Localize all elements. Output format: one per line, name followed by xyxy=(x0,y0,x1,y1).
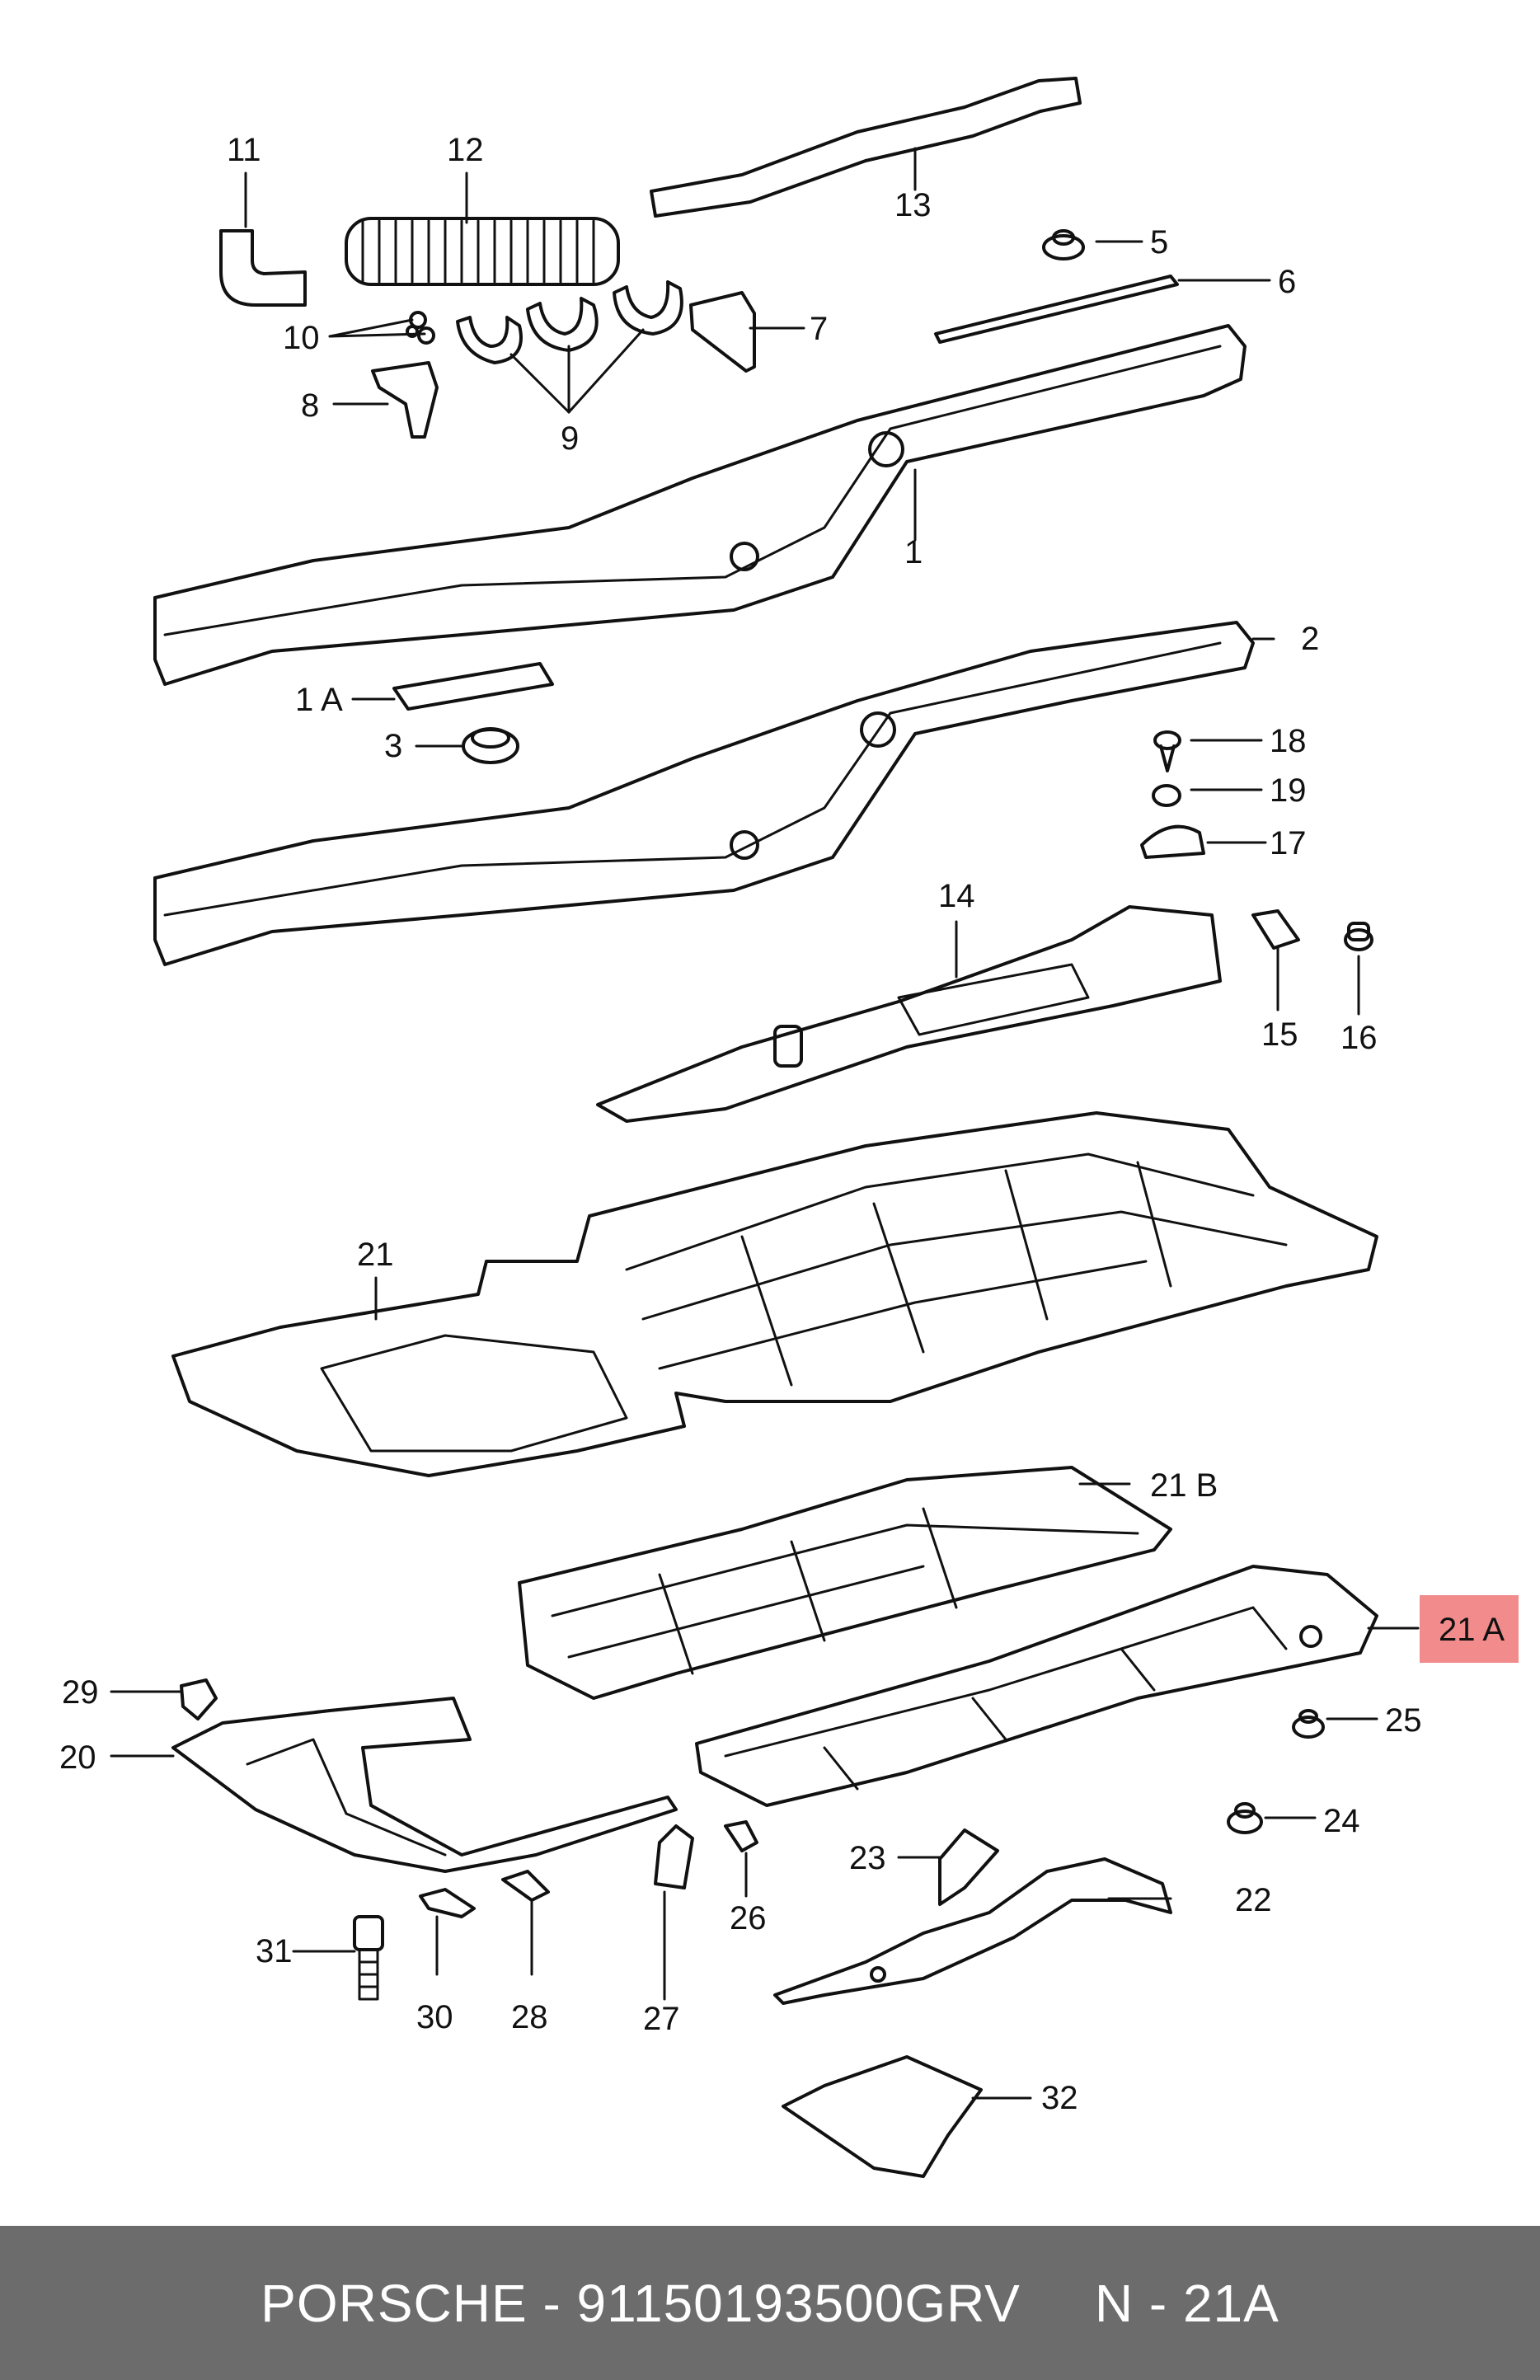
callout-29: 29 xyxy=(62,1674,99,1711)
part-26-clip xyxy=(724,1820,758,1852)
reference-number-text: N - 21A xyxy=(1094,2273,1279,2333)
part-13-pipe xyxy=(650,77,1082,218)
callout-12: 12 xyxy=(447,132,484,168)
leader-lines xyxy=(110,147,1420,2100)
callout-18: 18 xyxy=(1270,723,1307,759)
part-11-elbow-hose xyxy=(219,229,307,307)
part-24-nut xyxy=(1227,1802,1263,1834)
part-7-bracket xyxy=(689,291,756,373)
parts-exploded-diagram: 11 12 13 5 6 7 10 8 9 1 1 A 2 3 18 19 17… xyxy=(59,77,1519,2178)
callout-30: 30 xyxy=(416,1999,453,2035)
callout-14: 14 xyxy=(938,878,975,914)
callout-13: 13 xyxy=(894,187,932,223)
part-10-fittings xyxy=(406,311,435,345)
callout-11: 11 xyxy=(227,132,261,168)
callout-2: 2 xyxy=(1301,621,1319,657)
callout-1a: 1 A xyxy=(295,682,343,718)
part-30-clip xyxy=(419,1888,476,1918)
callout-21: 21 xyxy=(357,1237,394,1273)
highlight-21a xyxy=(1420,1595,1519,1663)
part-28-clip xyxy=(501,1870,550,1902)
part-number-text: PORSCHE - 91150193500GRV xyxy=(261,2273,1021,2333)
part-31-bolt xyxy=(353,1915,384,2001)
callout-8: 8 xyxy=(301,387,319,424)
part-21b-floor-panel xyxy=(518,1466,1172,1700)
callout-16: 16 xyxy=(1340,1020,1378,1056)
callout-22: 22 xyxy=(1235,1882,1272,1918)
callout-26: 26 xyxy=(730,1900,767,1936)
part-19-nut xyxy=(1152,784,1181,807)
callout-28: 28 xyxy=(511,1999,548,2035)
part-20-front-panel xyxy=(171,1697,678,1873)
callout-15: 15 xyxy=(1261,1016,1298,1053)
footer-bar: PORSCHE - 91150193500GRV N - 21A xyxy=(0,2226,1540,2380)
part-9-clamps xyxy=(456,280,683,364)
part-22-crossmember xyxy=(773,1857,1172,2005)
callout-23: 23 xyxy=(849,1840,886,1876)
part-6-strip xyxy=(934,275,1179,344)
part-1a-plate xyxy=(392,662,554,711)
part-21a-floor-panel xyxy=(695,1565,1378,1807)
callout-1: 1 xyxy=(904,534,923,570)
callout-31: 31 xyxy=(256,1933,293,1969)
part-25-nut xyxy=(1292,1709,1325,1739)
callout-19: 19 xyxy=(1270,772,1307,809)
part-1-longitudinal-member xyxy=(153,324,1247,686)
part-21-floor-pan xyxy=(171,1111,1378,1477)
part-32-plate xyxy=(782,2055,983,2178)
part-15-clip xyxy=(1251,909,1300,950)
part-12-coil-hose xyxy=(345,217,620,286)
callout-24: 24 xyxy=(1323,1803,1360,1839)
part-5-grommet xyxy=(1042,229,1085,261)
callout-10: 10 xyxy=(283,320,320,356)
part-16-plug xyxy=(1344,922,1373,951)
callout-17: 17 xyxy=(1270,825,1307,861)
callout-21a: 21 A xyxy=(1439,1612,1505,1648)
callout-21b: 21 B xyxy=(1150,1467,1218,1504)
callout-27: 27 xyxy=(643,2001,680,2037)
part-2-longitudinal-member xyxy=(153,621,1255,966)
callout-9: 9 xyxy=(561,420,579,457)
callout-5: 5 xyxy=(1150,224,1168,261)
part-23-bracket xyxy=(938,1828,999,1906)
callout-25: 25 xyxy=(1385,1702,1422,1739)
part-29-clip xyxy=(180,1678,218,1720)
part-27-bracket xyxy=(654,1824,694,1889)
callout-6: 6 xyxy=(1278,264,1296,300)
part-18-clip xyxy=(1153,730,1181,772)
callout-7: 7 xyxy=(810,311,828,347)
part-3-grommet xyxy=(462,727,519,764)
part-8-bracket xyxy=(371,361,439,439)
part-14-tunnel xyxy=(596,905,1222,1123)
callout-32: 32 xyxy=(1041,2080,1078,2116)
part-17-cover xyxy=(1140,824,1205,859)
callout-20: 20 xyxy=(59,1739,96,1776)
callout-3: 3 xyxy=(384,728,402,764)
